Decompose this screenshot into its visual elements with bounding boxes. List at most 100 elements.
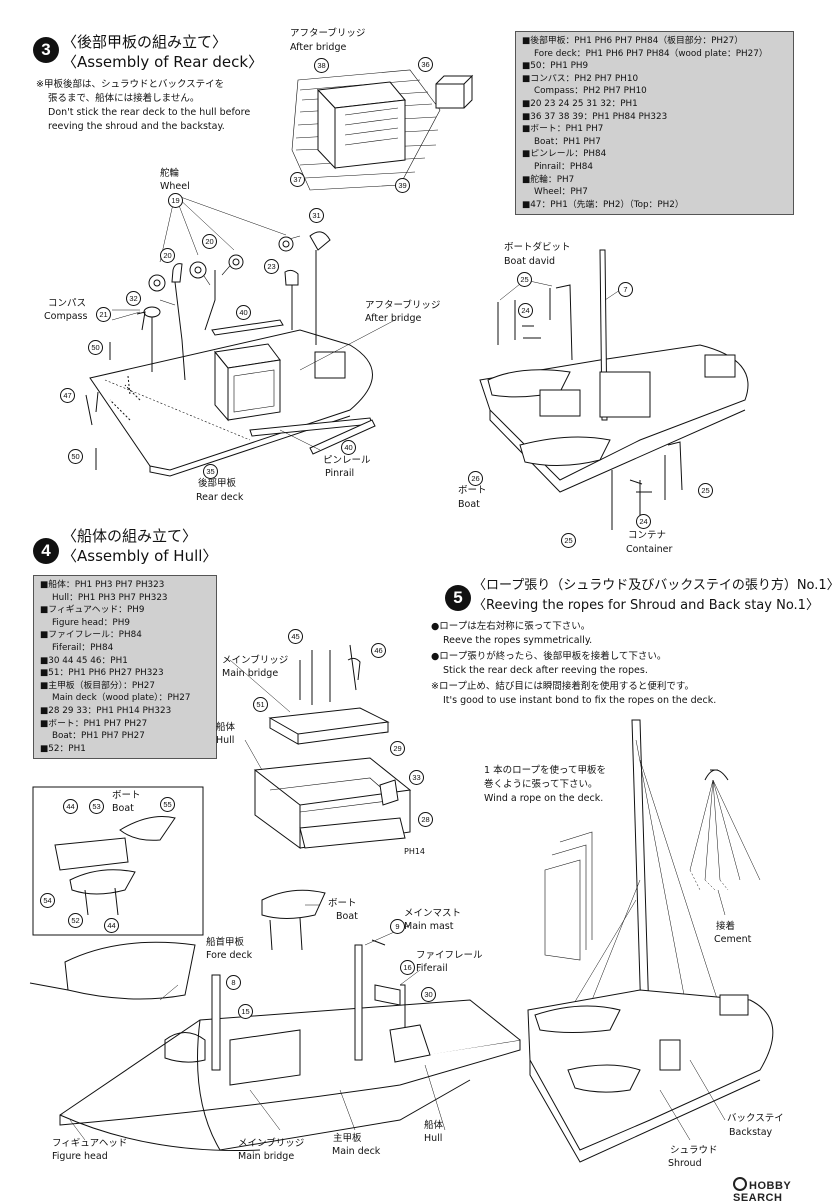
part-callout: 50 xyxy=(68,449,83,464)
compass-label-en: Compass xyxy=(44,311,88,322)
parts-line: Fore deck：PH1 PH6 PH7 PH84（wood plate：PH… xyxy=(534,48,768,59)
boat-label-ja: ボート xyxy=(328,898,357,909)
watermark-icon xyxy=(733,1177,747,1191)
boat-label-en: Boat xyxy=(458,499,480,510)
part-callout: 26 xyxy=(468,471,483,486)
rear-deck-label-ja: 後部甲板 xyxy=(198,478,237,489)
boat-david-label-en: Boat david xyxy=(504,256,556,267)
container-label-ja: コンテナ xyxy=(628,530,667,541)
step-4-parts-list: ■船体：PH1 PH3 PH7 PH323 Hull：PH1 PH3 PH7 P… xyxy=(33,575,217,760)
parts-line: ■ボート：PH1 PH7 xyxy=(522,124,604,135)
parts-line: ■30 44 45 46：PH1 xyxy=(40,655,128,666)
container-label-en: Container xyxy=(626,544,673,555)
main-deck-label-ja: 主甲板 xyxy=(333,1133,362,1144)
part-callout: 37 xyxy=(290,172,305,187)
fiferail-label-ja: ファイフレール xyxy=(416,950,483,961)
boat-inset-label-en: Boat xyxy=(112,803,134,814)
hull2-label-en: Hull xyxy=(424,1133,443,1144)
part-callout: 25 xyxy=(517,272,532,287)
step-5-title-en: 〈Reeving the ropes for Shroud and Back s… xyxy=(473,598,819,613)
after-bridge-inset-drawing xyxy=(291,69,474,191)
part-callout: 16 xyxy=(400,960,415,975)
step-3-parts-list: ■後部甲板：PH1 PH6 PH7 PH84（板目部分：PH27） Fore d… xyxy=(515,31,794,216)
part-callout: 40 xyxy=(236,305,251,320)
part-callout: 20 xyxy=(160,248,175,263)
backstay-label-en: Backstay xyxy=(729,1127,773,1138)
after-bridge-top-label-en: After bridge xyxy=(290,42,347,53)
hull-with-masts-drawing xyxy=(29,889,521,1152)
step-5-note-2: Reeve the ropes symmetrically. xyxy=(443,635,593,646)
part-callout: 44 xyxy=(104,918,119,933)
part-callout: 35 xyxy=(203,464,218,479)
rear-deck-assembly-drawing xyxy=(85,231,376,477)
parts-line: ■主甲板（板目部分）：PH27 xyxy=(40,680,155,691)
figure-head-label-ja: フィギュアヘッド xyxy=(52,1138,128,1149)
part-callout: 53 xyxy=(89,799,104,814)
step-3-note-2: 張るまで、船体には接着しません。 xyxy=(48,93,200,104)
cement-label-ja: 接着 xyxy=(716,921,736,932)
boat-label-en: Boat xyxy=(336,911,358,922)
parts-line: Boat：PH1 PH7 xyxy=(534,136,601,147)
main-bridge-label-en: Main bridge xyxy=(238,1151,295,1162)
part-callout: 19 xyxy=(168,193,183,208)
step-3-note-4: reeving the shroud and the backstay. xyxy=(48,121,225,132)
part-callout: 39 xyxy=(395,178,410,193)
part-callout: 50 xyxy=(88,340,103,355)
parts-line: Main deck（wood plate）：PH27 xyxy=(52,693,191,704)
part-callout: 7 xyxy=(618,282,633,297)
part-callout: 55 xyxy=(160,797,175,812)
boat-label-ja: ボート xyxy=(458,485,487,496)
parts-line: ■50：PH1 PH9 xyxy=(522,61,589,72)
step-5-note-3: ●ロープ張りが終ったら、後部甲板を接着して下さい。 xyxy=(431,651,667,662)
part-callout: 54 xyxy=(40,893,55,908)
parts-line: Pinrail：PH84 xyxy=(534,161,593,172)
parts-line: ■ファイフレール：PH84 xyxy=(40,630,142,641)
part-callout: 29 xyxy=(390,741,405,756)
wind-note-3: Wind a rope on the deck. xyxy=(484,793,604,804)
part-callout: 31 xyxy=(309,208,324,223)
pinrail-label-ja: ピンレール xyxy=(323,455,371,466)
wheel-label-ja: 舵輪 xyxy=(160,168,180,179)
hull2-label-ja: 船体 xyxy=(424,1120,444,1131)
step-5-note-5: ※ロープ止め、結び目には瞬間接着剤を使用すると便利です。 xyxy=(431,681,694,692)
parts-line: ■36 37 38 39：PH1 PH84 PH323 xyxy=(522,111,668,122)
ph14-label: PH14 xyxy=(404,847,426,856)
main-deck-label-en: Main deck xyxy=(332,1146,381,1157)
main-bridge-hull-drawing xyxy=(253,644,412,849)
main-bridge-top-label-ja: メインブリッジ xyxy=(222,655,289,666)
parts-line: Wheel：PH7 xyxy=(534,187,588,198)
main-mast-label-en: Main mast xyxy=(404,921,454,932)
part-callout: 51 xyxy=(253,697,268,712)
parts-line: ■コンパス：PH2 PH7 PH10 xyxy=(522,73,639,84)
part-callout: 36 xyxy=(418,57,433,72)
part-callout: 33 xyxy=(409,770,424,785)
pinrail-label-en: Pinrail xyxy=(325,468,355,479)
part-callout: 8 xyxy=(226,975,241,990)
part-callout: 40 xyxy=(341,440,356,455)
fore-deck-label-ja: 船首甲板 xyxy=(206,937,245,948)
part-callout: 20 xyxy=(202,234,217,249)
fiferail-label-en: Fiferail xyxy=(416,963,448,974)
backstay-label-ja: バックステイ xyxy=(727,1113,784,1124)
parts-line: ■51：PH1 PH6 PH27 PH323 xyxy=(40,668,164,679)
cement-label-en: Cement xyxy=(714,934,752,945)
step-3-title-ja: 〈後部甲板の組み立て〉 xyxy=(62,33,228,51)
boat-inset-drawing xyxy=(32,786,204,936)
step-3-note-3: Don't stick the rear deck to the hull be… xyxy=(48,107,251,118)
parts-line: Hull：PH1 PH3 PH7 PH323 xyxy=(52,592,168,603)
hull-label-ja: 船体 xyxy=(216,722,236,733)
part-callout: 44 xyxy=(63,799,78,814)
step-3-title-en: 〈Assembly of Rear deck〉 xyxy=(62,53,264,71)
part-callout: 47 xyxy=(60,388,75,403)
part-callout: 15 xyxy=(238,1004,253,1019)
wheel-label-en: Wheel xyxy=(160,181,190,192)
part-callout: 9 xyxy=(390,919,405,934)
part-callout: 21 xyxy=(96,307,111,322)
leader-lines xyxy=(69,194,726,1141)
part-callout: 32 xyxy=(126,291,141,306)
boat-david-label-ja: ボートダビット xyxy=(504,242,571,253)
figure-head-label-en: Figure head xyxy=(52,1151,108,1162)
fore-deck-label-en: Fore deck xyxy=(206,950,253,961)
boat-david-drawing xyxy=(479,249,749,530)
